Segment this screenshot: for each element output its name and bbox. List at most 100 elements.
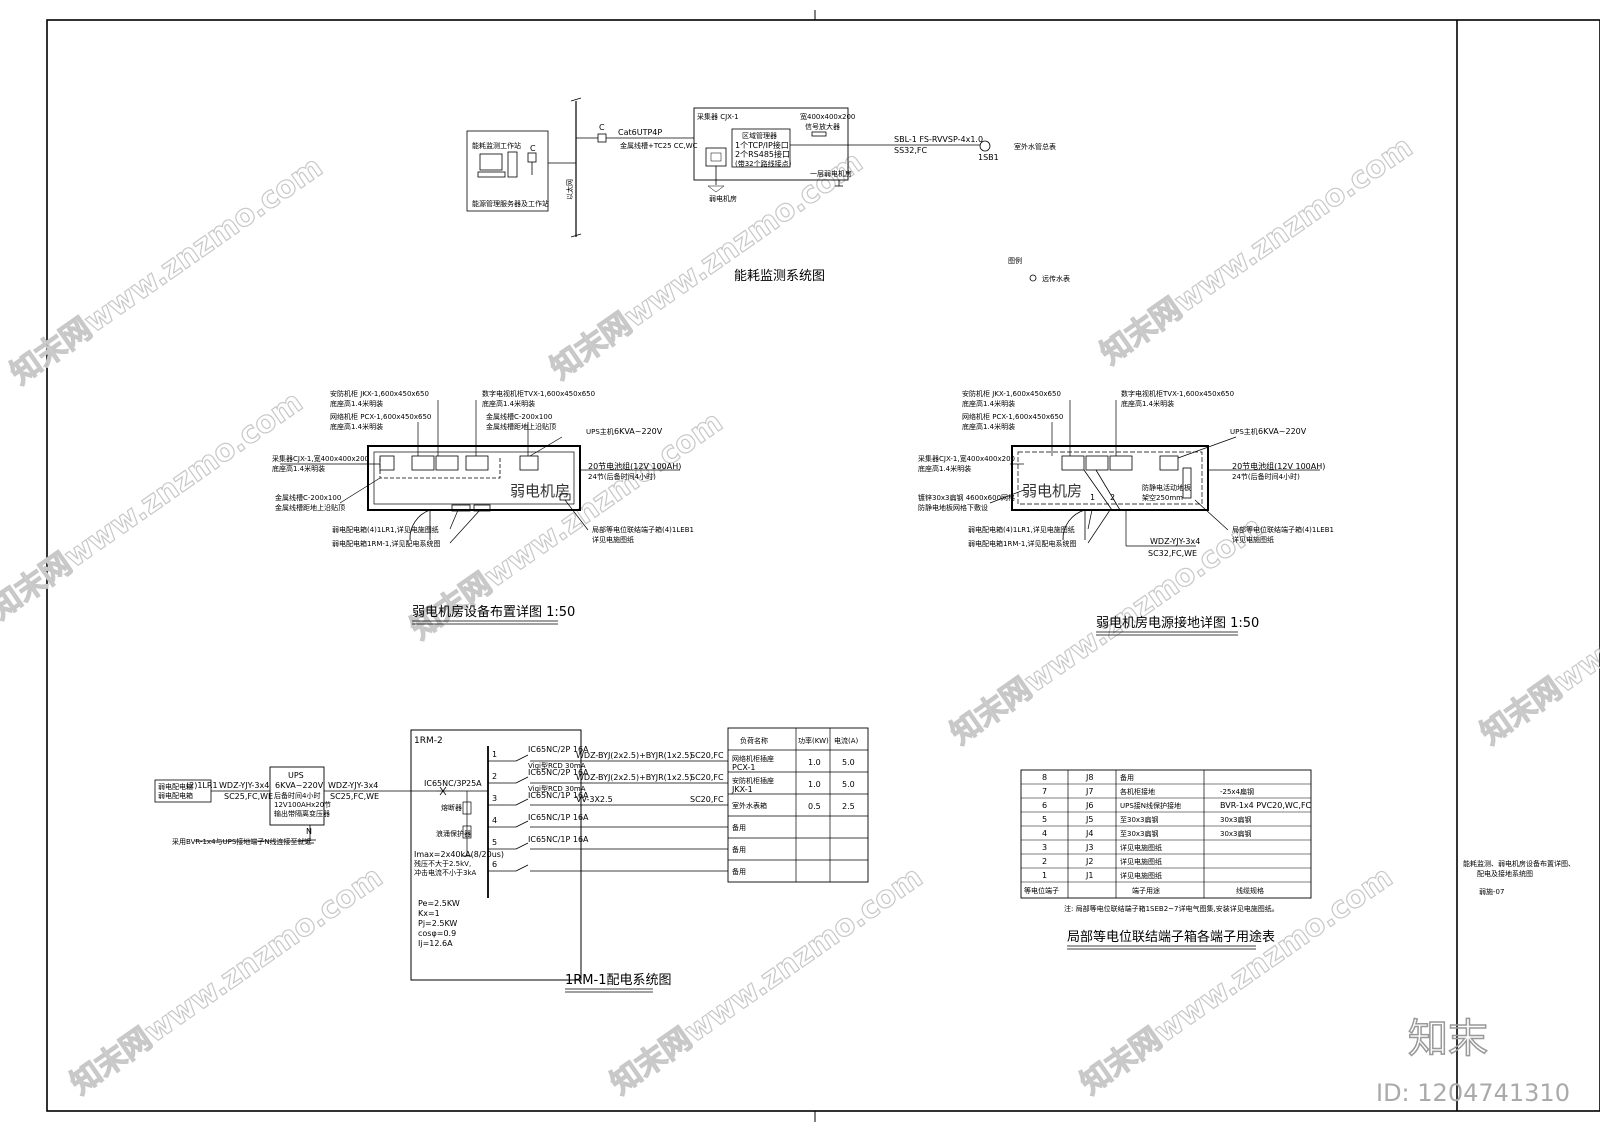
imax-label: Imax=2x40kA(8/20us): [414, 850, 504, 859]
battery24-label: 24节(后备时间4小时): [588, 472, 656, 481]
row-spec: BVR-1x4 PVC20,WC,FC: [1220, 801, 1312, 810]
ups-name: UPS: [288, 771, 304, 780]
circuit-rcd: Vigi型RCD 30mA: [528, 761, 586, 770]
route2-label: SC25,FC,WE: [330, 792, 379, 801]
circuit-breaker: IC65NC/2P 16A: [528, 768, 589, 777]
cjx-size-label: 宽400x400x200: [800, 112, 855, 121]
connector-c2: C: [530, 144, 536, 153]
load-name: 备用: [732, 845, 746, 854]
drawing-frame: [46, 10, 1600, 1122]
circuit-route: SC20,FC: [690, 795, 724, 804]
kx-label: Kx=1: [418, 909, 440, 918]
circuit-breaker: IC65NC/1P 16A: [528, 835, 589, 844]
room-grounding-plan: 安防机柜 JKX-1,600x450x650 底座高1.4米明装 网络机柜 PC…: [918, 389, 1334, 636]
pcx-label: 网络机柜 PCX-1,600x450x650: [330, 412, 431, 421]
distribution-system: 弱电配电箱 弱电配电箱 (2)1LR1 WDZ-YJY-3x4 SC25,FC,…: [154, 727, 869, 993]
titleblock-number: 弱施-07: [1479, 887, 1504, 896]
svg-text:信号放大器: 信号放大器: [805, 122, 840, 131]
svg-text:底座高1.4米明装: 底座高1.4米明装: [330, 422, 383, 431]
ups2-label: UPS主机: [1230, 427, 1258, 436]
row-spec: 30x3扁钢: [1220, 829, 1252, 838]
tray2-label: 金属线槽C-200x100: [275, 493, 341, 502]
svg-text:防静电活动地板: 防静电活动地板: [1142, 483, 1191, 492]
battery24b-label: 24节(后备时间4小时): [1232, 472, 1300, 481]
load-kw: 1.0: [808, 780, 821, 789]
tc25-label: 金属线槽+TC25 CC,WC: [620, 141, 698, 150]
leb-label: 局部等电位联结端子箱(4)1LEB1: [592, 525, 694, 534]
load-a: 5.0: [842, 758, 855, 767]
lr1-2-label: 弱电配电箱(4)1LR1,详见电施图纸: [968, 525, 1075, 534]
row-no: 8: [1042, 773, 1047, 782]
load-kw: 1.0: [808, 758, 821, 767]
load-name2: JKX-1: [731, 785, 753, 794]
row-no: 1: [1042, 871, 1047, 880]
table-row: 7 J7 各机柜接地 -25x4扁钢: [1042, 787, 1254, 796]
main-breaker: IC65NC/3P: [424, 779, 466, 788]
row-code: J8: [1085, 773, 1093, 782]
ups-note1: 后备时间4小时: [274, 791, 320, 800]
row-spec: -25x4扁钢: [1220, 787, 1254, 796]
row-use: 详见电施图纸: [1120, 857, 1162, 866]
hdr-name: 负荷名称: [740, 736, 768, 745]
pe-label: Pe=2.5KW: [418, 899, 460, 908]
load-name: 室外水表箱: [732, 801, 767, 810]
circuit-no: 2: [492, 772, 497, 781]
pj-label: Pj=2.5KW: [418, 919, 457, 928]
title-energy: 能耗监测系统图: [734, 269, 825, 284]
ups2-value: 6KVA~220V: [1258, 427, 1307, 436]
note32-label: (带32个路线接点): [735, 159, 792, 168]
titleblock-name2: 配电及接地系统图: [1477, 869, 1533, 878]
circuit-cable: WDZ-BYJ(2x2.5)+BYJR(1x2.5): [576, 751, 692, 760]
svg-text:弱电配电箱: 弱电配电箱: [158, 791, 193, 800]
row-use: 详见电施图纸: [1120, 843, 1162, 852]
rm1-2-label: 弱电配电箱1RM-1,详见配电系统图: [968, 539, 1077, 548]
svg-text:底座高1.4米明装: 底座高1.4米明装: [962, 399, 1015, 408]
ups-dist-value: 6KVA~220V: [275, 781, 324, 790]
load-name: 备用: [732, 867, 746, 876]
svg-text:1: 1: [1090, 493, 1095, 502]
spd-label: 浪涌保护器: [436, 829, 471, 838]
rm1-label: 弱电配电箱1RM-1,详见配电系统图: [332, 539, 441, 548]
row-no: 6: [1042, 801, 1047, 810]
circuit-row: 2 IC65NC/2P 16A Vigi型RCD 30mA WDZ-BYJ(2x…: [488, 768, 728, 793]
watermark-logo: 知末 ID: 1204741310: [1376, 1015, 1570, 1107]
table-row: 6 J6 UPS接N线保护接地 BVR-1x4 PVC20,WC,FC: [1042, 801, 1312, 810]
circuit-route: SC20,FC: [690, 773, 724, 782]
logo-text: 知末: [1408, 1016, 1488, 1062]
svg-text:底座高1.4米明装: 底座高1.4米明装: [1121, 399, 1174, 408]
circuit-no: 6: [492, 860, 497, 869]
title-room-ground: 弱电机房电源接地详图 1:50: [1096, 615, 1259, 631]
title-dist: 1RM-1配电系统图: [565, 973, 671, 988]
tvx-label: 数字电视机柜TVX-1,600x450x650: [482, 389, 595, 398]
circuit-rcd: Vigi型RCD 30mA: [528, 784, 586, 793]
svg-text:底座高1.4米明装: 底座高1.4米明装: [918, 464, 971, 473]
svg-text:2: 2: [1110, 493, 1115, 502]
table-row: 5 J5 至30x3扁钢 30x3扁钢: [1042, 815, 1252, 824]
title-block: 能耗监测、弱电机房设备布置详图、 配电及接地系统图 弱施-07: [1463, 859, 1575, 896]
circuit-cable: WDZ-BYJ(2x2.5)+BYJR(1x2.5): [576, 773, 692, 782]
iimp-label: 冲击电流不小于3kA: [414, 868, 477, 877]
hdr-use: 端子用途: [1132, 886, 1160, 895]
equipotential-table: 8 J8 备用 7 J7 各机柜接地 -25x4扁钢 6 J6 UPS接N线保护…: [1020, 769, 1312, 950]
svg-text:以太网: 以太网: [565, 179, 574, 200]
panel-name: 1RM-2: [414, 736, 443, 746]
svg-text:区域管理器: 区域管理器: [742, 131, 777, 140]
row-no: 3: [1042, 843, 1047, 852]
cable2-label: WDZ-YJY-3x4: [328, 781, 378, 790]
load-a: 5.0: [842, 780, 855, 789]
fuse-label: 熔断器: [441, 803, 462, 812]
up-label: 残压不大于2.5kV,: [414, 859, 471, 868]
battery-label: 20节电池组(12V 100AH): [588, 461, 681, 471]
pcx2-label: 网络机柜 PCX-1,600x450x650: [962, 412, 1063, 421]
watermark-text: 知末网www.znzmo.com: [5, 150, 330, 392]
table-row: 3 J3 详见电施图纸: [1042, 843, 1162, 852]
legend-item: 远传水表: [1042, 274, 1070, 283]
ups-note2: 12V100AHx20节: [274, 801, 331, 809]
pe-note: 采用BVR-1x4与UPS接地端子N线连接至就近: [172, 837, 312, 846]
sb1-label: 1SB1: [978, 153, 999, 162]
outdoor-meter-label: 室外水管总表: [1014, 142, 1056, 151]
jkx2-label: 安防机柜 JKX-1,600x450x650: [962, 389, 1061, 398]
svg-text:能耗监测工作站: 能耗监测工作站: [472, 141, 521, 150]
row-use: 详见电施图纸: [1120, 871, 1162, 880]
